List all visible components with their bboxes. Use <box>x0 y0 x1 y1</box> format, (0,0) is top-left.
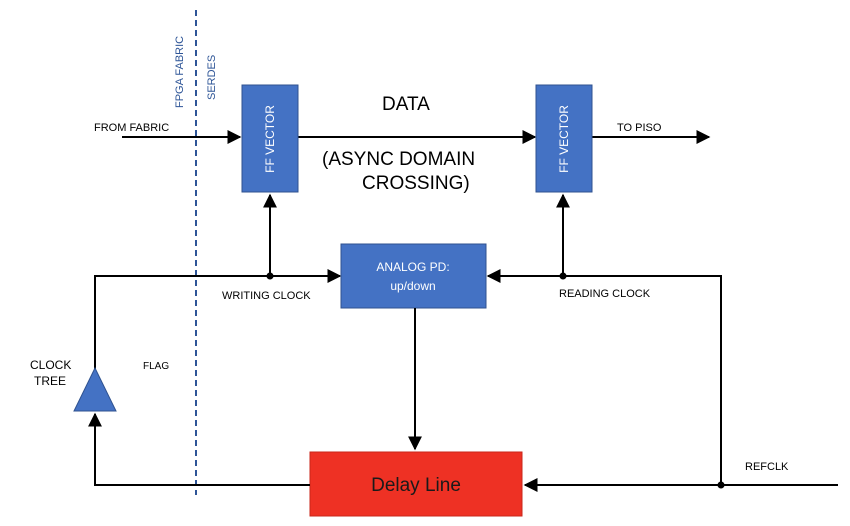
writing-clock-wire <box>94 269 342 388</box>
ff-vector-right-block <box>535 84 593 193</box>
fpga-fabric-label: FPGA FABRIC <box>174 36 186 108</box>
analog-pd-label-line1: ANALOG PD: <box>376 260 449 274</box>
clock-tree-buffer-icon <box>73 366 117 412</box>
writing-clock-label: WRITING CLOCK <box>222 290 311 302</box>
clock-tree-label-line2: TREE <box>34 374 66 388</box>
ff-vector-right-label: FF VECTOR <box>557 105 571 173</box>
clock-tree-label-line1: CLOCK <box>30 358 71 372</box>
writing-clock-junction <box>266 272 274 280</box>
to-piso-label: TO PISO <box>617 122 662 134</box>
flag-label: FLAG <box>143 361 169 372</box>
analog-pd-label-line2: up/down <box>390 279 435 293</box>
serdes-label: SERDES <box>206 55 218 100</box>
refclk-junction <box>717 481 725 489</box>
from-fabric-label: FROM FABRIC <box>94 122 169 134</box>
delay-line-label: Delay Line <box>371 475 461 496</box>
analog-pd-block <box>340 243 487 309</box>
delay-to-clock-tree-wire <box>88 412 310 486</box>
reading-clock-junction <box>559 272 567 280</box>
data-label: DATA <box>382 94 430 115</box>
reading-clock-wire <box>486 269 722 485</box>
crossing-label: CROSSING) <box>362 173 470 194</box>
ff-vector-left-block <box>241 84 299 193</box>
delay-line-block <box>309 451 523 517</box>
async-domain-label: (ASYNC DOMAIN <box>322 149 475 170</box>
refclk-label: REFCLK <box>745 461 789 473</box>
ff-vector-left-label: FF VECTOR <box>263 105 277 173</box>
reading-clock-label: READING CLOCK <box>559 288 651 300</box>
